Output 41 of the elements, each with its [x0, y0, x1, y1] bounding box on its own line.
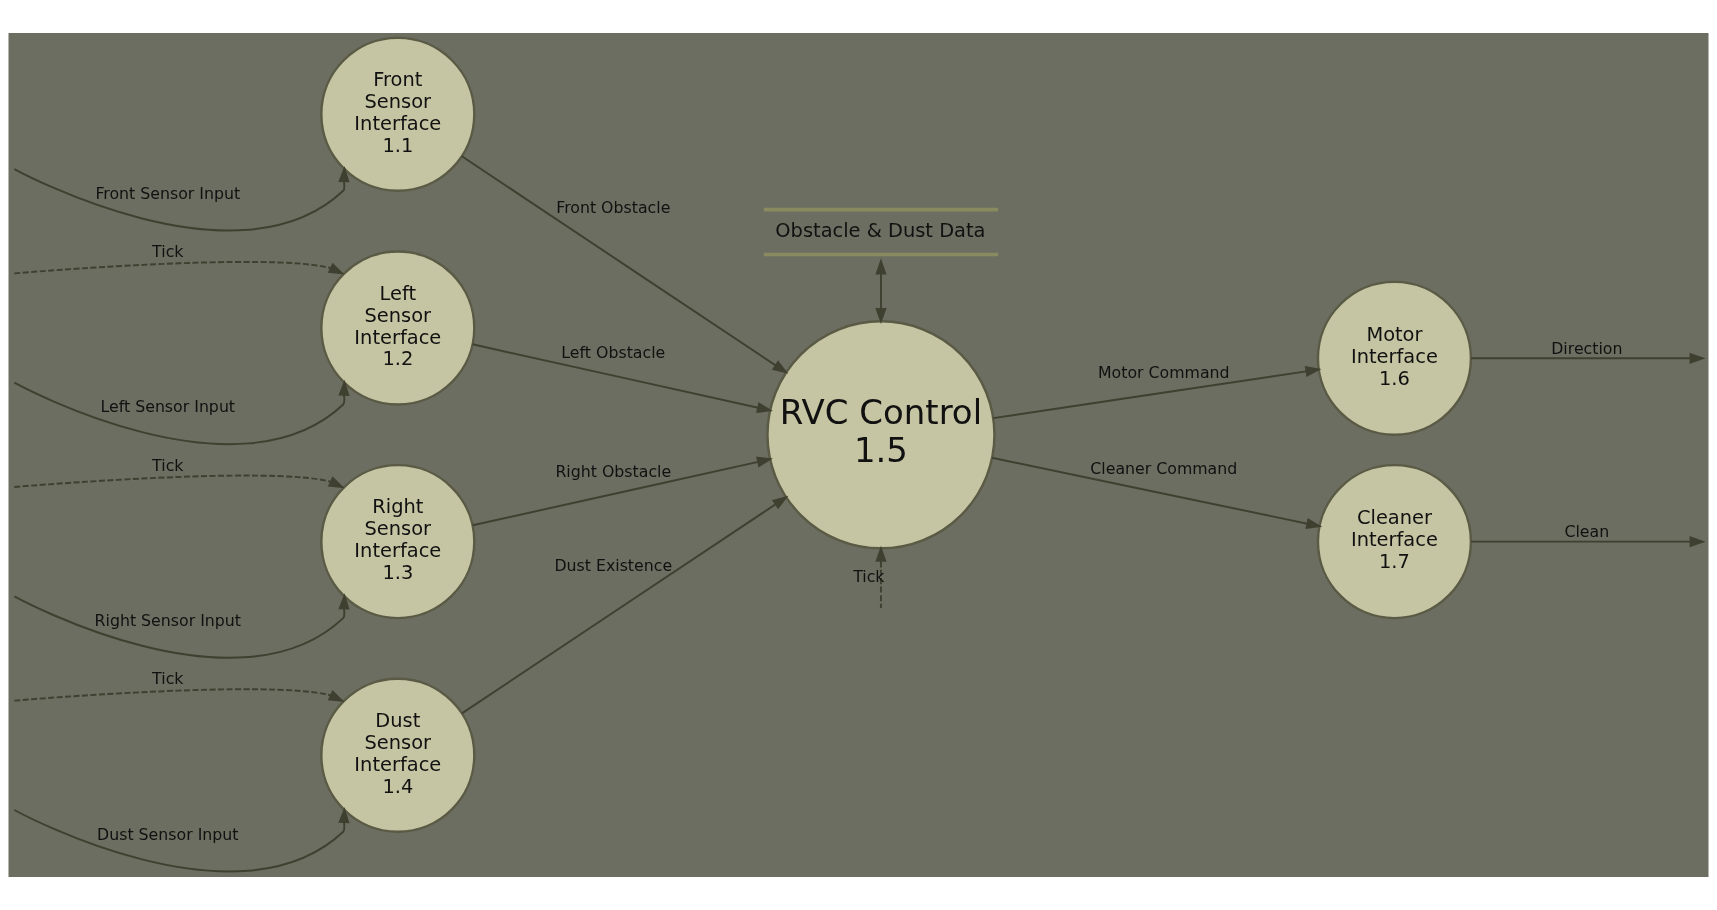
arrow: [13, 688, 345, 702]
arrow: [471, 456, 773, 527]
edge-label: Tick: [152, 241, 184, 261]
arrow: [992, 365, 1322, 420]
edge-label: Direction: [1551, 338, 1623, 358]
arrow: [13, 379, 350, 445]
arrow: [1470, 536, 1706, 548]
edge-label: Tick: [152, 455, 184, 475]
node-circle: Left Sensor Interface 1.2: [320, 250, 476, 406]
edge-label: Right Obstacle: [555, 461, 672, 481]
edge-label: Front Sensor Input: [95, 183, 241, 203]
edge-label: Motor Command: [1098, 363, 1230, 383]
edge-label: Left Obstacle: [561, 342, 666, 362]
arrow: [13, 166, 350, 231]
arrow: [875, 545, 887, 609]
arrow: [13, 474, 345, 489]
arrow: [13, 806, 350, 872]
arrow: [13, 261, 345, 275]
edge-label: Tick: [853, 567, 885, 587]
node-circle: RVC Control 1.5: [766, 320, 996, 550]
arrow: [875, 258, 887, 325]
node-text: Obstacle & Dust Data: [775, 218, 986, 242]
node-circle: Motor Interface 1.6: [1316, 280, 1473, 437]
edge-label: Clean: [1564, 522, 1610, 542]
edge-label: Left Sensor Input: [100, 397, 236, 417]
arrow: [471, 343, 773, 414]
node-circle: Cleaner Interface 1.7: [1316, 463, 1473, 620]
arrow: [13, 593, 350, 659]
edge-label: Tick: [152, 669, 184, 689]
edge-label: Right Sensor Input: [94, 610, 241, 630]
edge-label: Dust Existence: [554, 556, 673, 576]
edge-label: Cleaner Command: [1090, 459, 1238, 479]
arrow: [460, 495, 789, 715]
arrow: [991, 456, 1323, 529]
node-circle: Dust Sensor Interface 1.4: [320, 677, 476, 833]
arrow: [1470, 352, 1706, 364]
arrow: [460, 155, 789, 374]
node-circle: Front Sensor Interface 1.1: [320, 36, 476, 193]
edge-label: Front Obstacle: [556, 198, 671, 218]
edge-label: Dust Sensor Input: [97, 824, 239, 844]
node-circle: Right Sensor Interface 1.3: [320, 463, 476, 620]
